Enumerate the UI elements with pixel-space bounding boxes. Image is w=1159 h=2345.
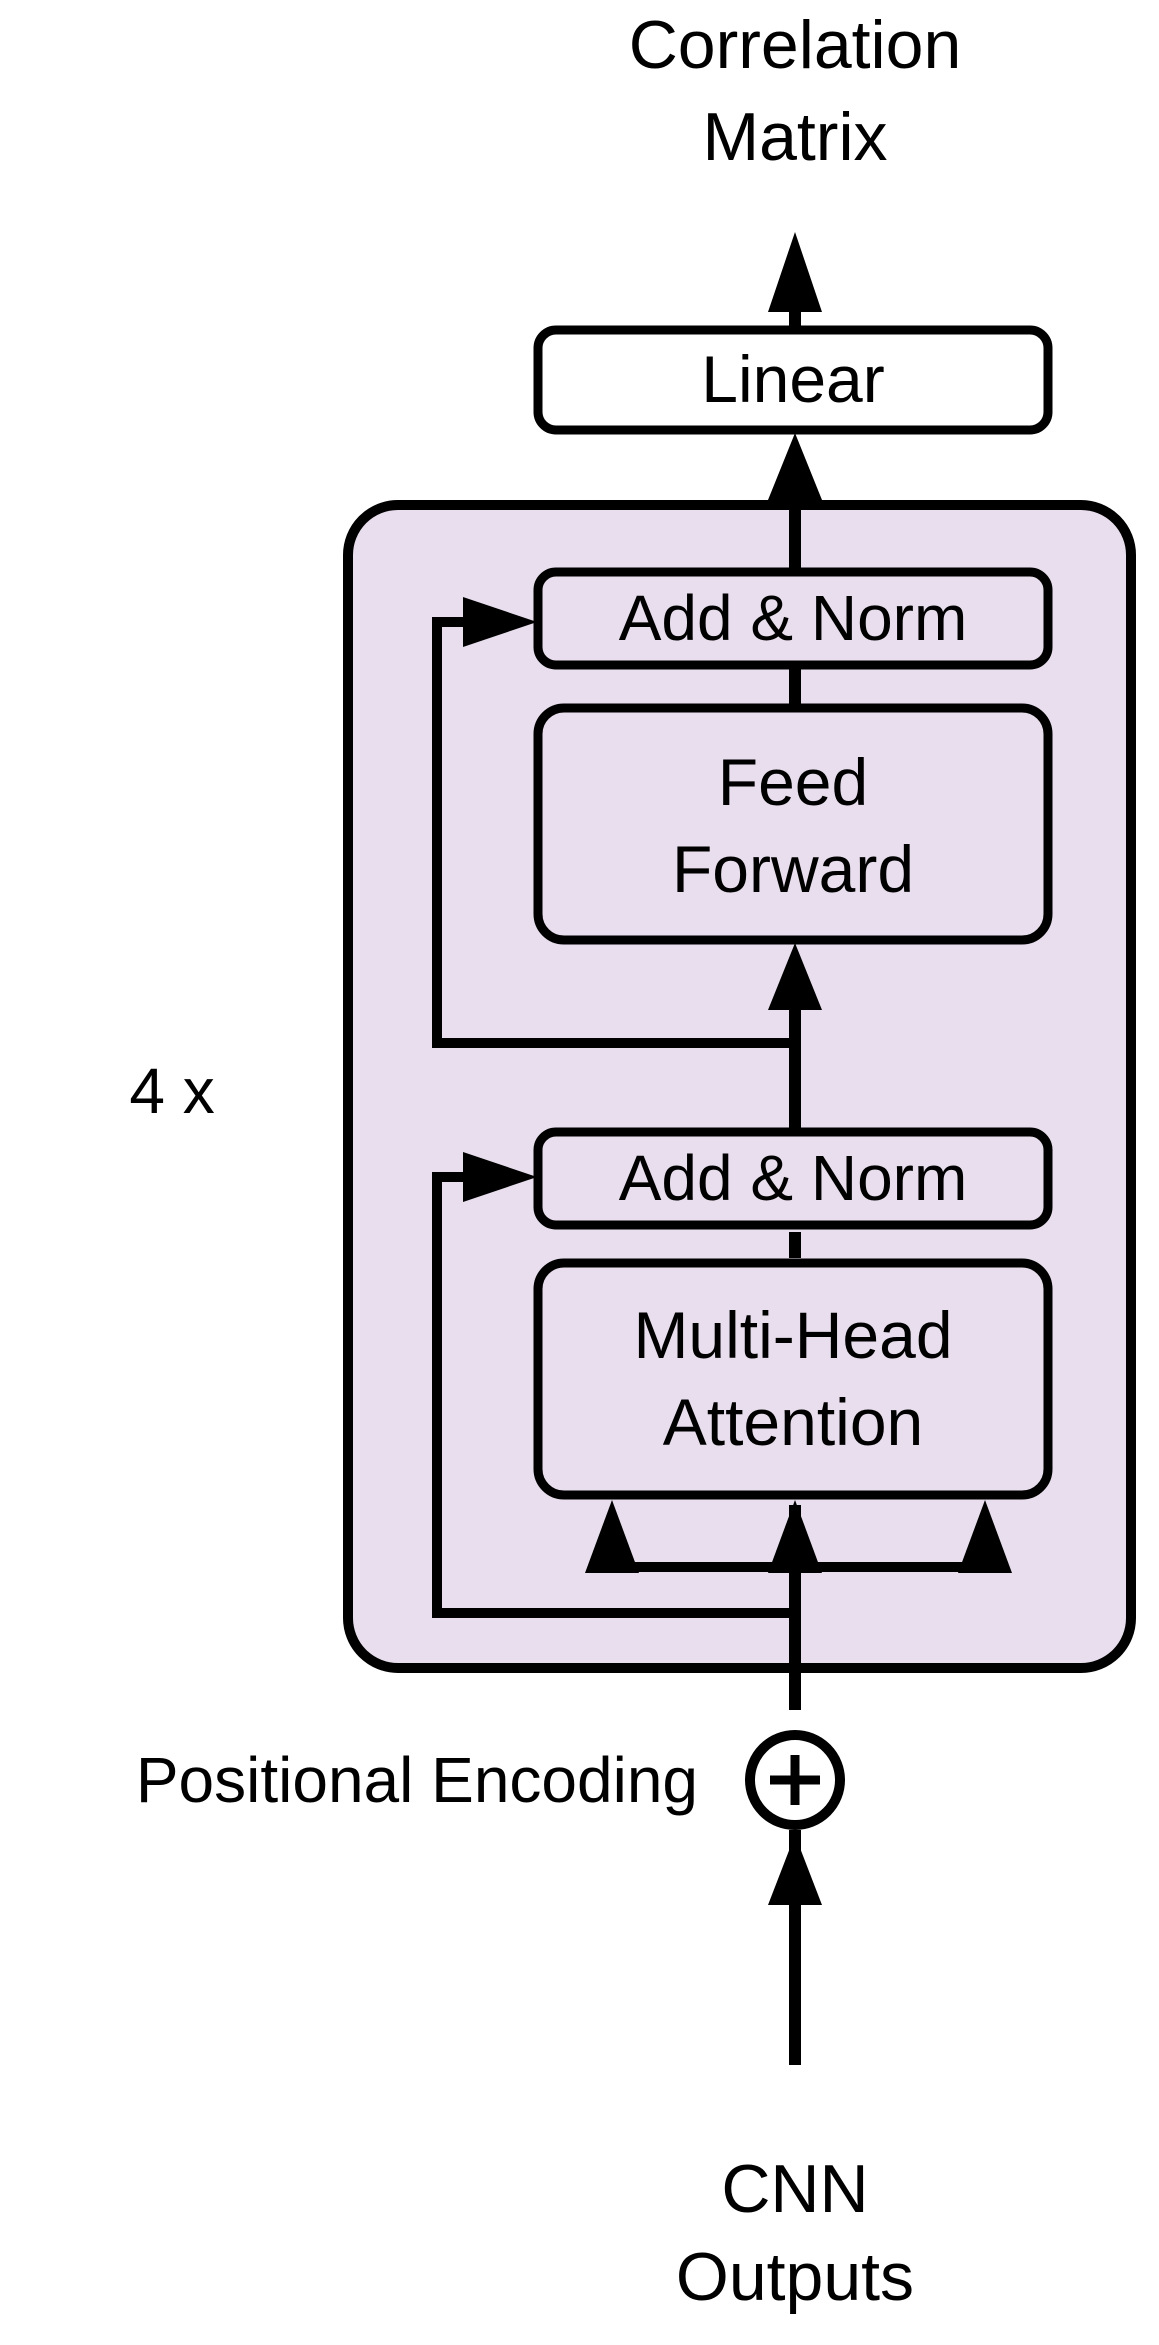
add-norm-top-box [533, 567, 1053, 670]
residual-top-arrowhead [463, 597, 537, 647]
attention-label-line1: Multi-Head [633, 1298, 952, 1372]
add-norm-top-label: Add & Norm [619, 582, 968, 654]
attention-query-arrowhead [585, 1500, 639, 1573]
attention-label-line2: Attention [663, 1385, 924, 1459]
positional-encoding-label: Positional Encoding [136, 1744, 698, 1816]
output-title-line2: Matrix [702, 99, 887, 175]
residual-bottom-arrowhead [463, 1152, 537, 1202]
add-norm-bottom-label: Add & Norm [619, 1142, 968, 1214]
residual-connection-bottom [432, 1172, 795, 1618]
arrowheads [463, 232, 1012, 1905]
linear-label: Linear [701, 342, 884, 416]
feed-forward-label-line1: Feed [718, 745, 868, 819]
residual-connection-top [432, 617, 795, 1048]
input-label-line2: Outputs [676, 2239, 914, 2315]
feedforward-input-arrowhead [768, 943, 822, 1010]
encoding-input-arrowhead [768, 1835, 822, 1905]
feed-forward-box [533, 703, 1053, 945]
feed-forward-label-line2: Forward [672, 832, 914, 906]
input-label-line1: CNN [721, 2151, 868, 2227]
output-title-line1: Correlation [629, 7, 962, 83]
add-norm-bottom-box [533, 1127, 1053, 1230]
repeat-count-label: 4 x [129, 1055, 214, 1127]
linear-box [533, 325, 1053, 435]
output-arrowhead [768, 232, 822, 312]
linear-input-arrowhead [768, 433, 822, 500]
attention-value-arrowhead [958, 1500, 1012, 1573]
attention-key-arrowhead [768, 1500, 822, 1573]
multi-head-attention-box [533, 1258, 1053, 1500]
